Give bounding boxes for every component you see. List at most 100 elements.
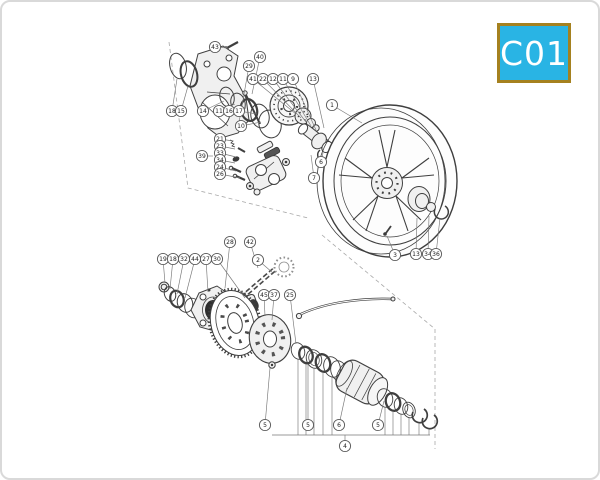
callout-28[interactable]: 28 — [223, 235, 237, 289]
svg-text:6: 6 — [337, 422, 341, 429]
seal-ring — [169, 52, 187, 80]
svg-text:23: 23 — [216, 143, 224, 150]
cush-drive-drum — [335, 359, 389, 406]
hub-circlip — [433, 205, 450, 220]
callout-25[interactable]: 25 — [283, 288, 297, 345]
callout-27[interactable]: 27 — [199, 252, 213, 293]
callout-5[interactable]: 5 — [371, 400, 385, 432]
callout-37[interactable]: 37 — [267, 288, 281, 321]
svg-text:18: 18 — [169, 256, 177, 263]
pad-pin — [237, 147, 246, 153]
callout-4[interactable]: 4 — [338, 435, 352, 453]
svg-text:5: 5 — [306, 422, 310, 429]
callout-18[interactable]: 18 — [166, 252, 180, 290]
svg-text:13: 13 — [412, 251, 420, 258]
svg-text:5: 5 — [263, 422, 267, 429]
callout-40[interactable]: 40 — [251, 50, 267, 95]
plate-code-badge: C01 — [497, 23, 571, 83]
svg-text:44: 44 — [191, 256, 199, 263]
svg-text:19: 19 — [159, 256, 167, 263]
caliper-bolt — [235, 174, 246, 182]
svg-text:32: 32 — [180, 256, 188, 263]
svg-text:7: 7 — [312, 175, 316, 182]
callout-11[interactable]: 11 — [276, 72, 312, 127]
callout-15[interactable]: 15 — [174, 85, 189, 118]
ghost-gear — [273, 256, 295, 278]
callout-5[interactable]: 5 — [258, 367, 272, 432]
svg-text:28: 28 — [226, 239, 234, 246]
callout-1[interactable]: 1 — [325, 98, 363, 124]
svg-text:15: 15 — [177, 108, 185, 115]
svg-text:30: 30 — [213, 256, 221, 263]
callout-13[interactable]: 13 — [409, 217, 423, 261]
o-ring — [179, 60, 199, 88]
callout-3[interactable]: 3 — [386, 235, 402, 262]
callout-29[interactable]: 29 — [237, 59, 256, 129]
svg-text:18: 18 — [168, 108, 176, 115]
svg-text:33: 33 — [216, 150, 224, 157]
svg-text:22: 22 — [259, 76, 267, 83]
callout-6[interactable]: 6 — [314, 152, 328, 169]
circlip — [421, 414, 439, 430]
svg-text:9: 9 — [291, 76, 295, 83]
brake-caliper-group — [228, 139, 290, 196]
svg-text:41: 41 — [249, 76, 257, 83]
callout-32[interactable]: 32 — [176, 252, 191, 295]
svg-text:21: 21 — [216, 136, 224, 143]
svg-text:1: 1 — [330, 102, 334, 109]
callout-17[interactable]: 17 — [232, 104, 258, 118]
upper-assembly — [168, 41, 458, 258]
svg-text:36: 36 — [432, 251, 440, 258]
callout-14[interactable]: 14 — [196, 100, 225, 118]
callout-36[interactable]: 36 — [429, 217, 443, 261]
svg-text:37: 37 — [270, 292, 278, 299]
callout-43[interactable]: 43 — [208, 40, 229, 54]
rear-wheel — [316, 104, 458, 258]
callout-6[interactable]: 6 — [332, 387, 348, 432]
callout-13[interactable]: 13 — [306, 72, 325, 129]
svg-text:39: 39 — [198, 153, 206, 160]
drive-chain — [245, 256, 295, 295]
svg-text:16: 16 — [225, 108, 233, 115]
torque-rod — [295, 296, 396, 320]
svg-text:11: 11 — [279, 76, 287, 83]
svg-text:4: 4 — [343, 443, 347, 450]
callout-19[interactable]: 19 — [156, 252, 170, 284]
callout-26[interactable]: 26 — [213, 167, 241, 181]
lower-assembly — [158, 234, 439, 449]
callout-39[interactable]: 39 — [195, 149, 213, 163]
caliper-piston — [255, 164, 267, 176]
svg-text:2: 2 — [256, 257, 260, 264]
caliper-bolt — [231, 166, 242, 174]
svg-text:12: 12 — [269, 76, 277, 83]
callout-9[interactable]: 9 — [286, 72, 317, 131]
callout-45[interactable]: 45 — [257, 288, 271, 317]
svg-text:10: 10 — [237, 123, 245, 130]
callout-30[interactable]: 30 — [210, 252, 246, 299]
callout-7[interactable]: 7 — [307, 154, 321, 185]
callout-10[interactable]: 10 — [234, 119, 262, 133]
svg-text:45: 45 — [260, 292, 268, 299]
wheel-spokes — [338, 129, 435, 232]
svg-text:6: 6 — [319, 159, 323, 166]
svg-text:25: 25 — [286, 292, 294, 299]
brake-pad — [256, 140, 274, 154]
svg-text:24: 24 — [216, 164, 224, 171]
bearing-stack-left — [158, 281, 202, 319]
spacer-stack-rear — [376, 388, 439, 430]
callout-44[interactable]: 44 — [184, 252, 202, 299]
callout-5[interactable]: 5 — [301, 364, 315, 432]
callout-18[interactable]: 18 — [165, 78, 179, 118]
svg-text:14: 14 — [199, 108, 207, 115]
callout-41[interactable]: 41 — [246, 72, 297, 115]
svg-text:34: 34 — [424, 251, 432, 258]
svg-text:29: 29 — [245, 63, 253, 70]
caliper-piston — [268, 173, 280, 185]
svg-text:5: 5 — [376, 422, 380, 429]
callout-2[interactable]: 2 — [251, 253, 274, 274]
bushing — [232, 156, 240, 162]
hub-cap — [407, 186, 431, 212]
